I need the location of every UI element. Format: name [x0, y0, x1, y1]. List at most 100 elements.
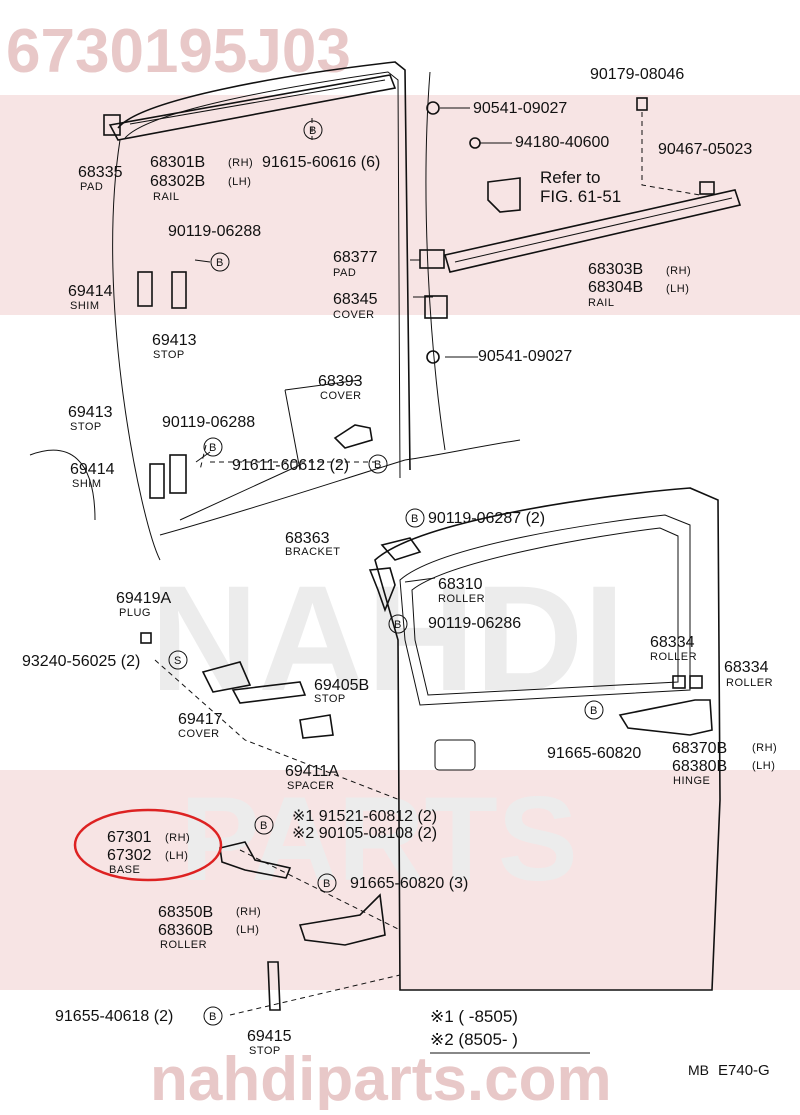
cover-69417-part [201, 661, 252, 693]
svg-text:SHIM: SHIM [72, 478, 102, 490]
body-sill [404, 439, 521, 461]
svg-text:68334: 68334 [724, 659, 769, 676]
plug-69419A-part [140, 632, 152, 644]
hinge-68370B-part [618, 699, 713, 736]
label-68345: 68345 COVER [333, 291, 378, 321]
body-panel-recess [179, 379, 361, 521]
label-refer-fig: Refer to FIG. 61-51 [540, 168, 621, 206]
svg-text:ROLLER: ROLLER [650, 651, 697, 663]
b-symbol-10: B [203, 1006, 223, 1026]
svg-text:B: B [411, 513, 419, 525]
b-symbol-9: B [317, 873, 337, 893]
svg-text:COVER: COVER [320, 390, 362, 402]
footnote-1: ※1 ( -8505) [430, 1007, 518, 1026]
footer-code-right: E740-G [718, 1062, 770, 1079]
svg-text:PAD: PAD [80, 181, 103, 193]
cover-68393-part [333, 424, 373, 449]
label-90119-06287: 90119-06287 (2) [428, 510, 545, 527]
svg-text:B: B [309, 125, 317, 137]
b-symbol-6: B [388, 614, 408, 634]
svg-text:69417: 69417 [178, 711, 223, 728]
body-opening-inner [124, 71, 401, 479]
b-symbol-7: B [584, 700, 604, 720]
label-68363: 68363 BRACKET [285, 530, 340, 558]
svg-text:68380B: 68380B [672, 758, 727, 775]
svg-text:68345: 68345 [333, 291, 378, 308]
fastener-90179-part [636, 97, 648, 111]
svg-text:68310: 68310 [438, 576, 483, 593]
svg-text:ROLLER: ROLLER [438, 593, 485, 605]
pad-68377-part [419, 249, 445, 269]
svg-text:SPACER: SPACER [287, 780, 334, 792]
upper-rail-groove [129, 79, 386, 125]
stop-69413-lower-part [169, 454, 187, 494]
label-90119-06288-upper: 90119-06288 [168, 223, 261, 240]
svg-text:B: B [590, 705, 598, 717]
s-symbol-1: S [168, 650, 188, 670]
label-90119-06286: 90119-06286 [428, 615, 521, 632]
svg-text:(RH): (RH) [165, 832, 190, 844]
svg-text:69405B: 69405B [314, 677, 369, 694]
label-69414-upper: 69414 SHIM [68, 283, 113, 312]
fastener-90467-part [699, 181, 715, 195]
svg-text:B: B [323, 878, 331, 890]
footer-code-left: MB [688, 1062, 709, 1078]
label-67301: 67301 (RH) 67302 (LH) BASE [107, 829, 190, 876]
roller-68350B-part [298, 893, 386, 946]
svg-text:(RH): (RH) [228, 157, 253, 169]
label-68335: 68335 PAD [78, 164, 123, 193]
door-window-glass [411, 527, 679, 696]
svg-text:ROLLER: ROLLER [726, 677, 773, 689]
label-94180: 94180-40600 [515, 134, 609, 151]
label-68310: 68310 ROLLER [438, 576, 485, 605]
label-69411A: 69411A SPACER [285, 763, 339, 792]
svg-text:RAIL: RAIL [588, 297, 614, 309]
body-lower-edge [159, 459, 406, 536]
body-wheel-arch [29, 449, 96, 521]
body-pillar [425, 71, 446, 451]
svg-text:69413: 69413 [152, 332, 197, 349]
svg-text:STOP: STOP [249, 1045, 281, 1057]
bracket-refer-part [487, 177, 521, 213]
svg-text:SHIM: SHIM [70, 300, 100, 312]
svg-text:STOP: STOP [153, 349, 185, 361]
center-rail-groove [454, 197, 733, 263]
leader-90179 [641, 112, 701, 196]
label-69419A: 69419A PLUG [116, 590, 171, 619]
label-91611: 91611-60612 (2) [232, 457, 349, 474]
svg-text:68335: 68335 [78, 164, 123, 181]
label-68301B: 68301B (RH) 68302B (LH) RAIL [150, 154, 253, 203]
stop-69415-part [267, 961, 281, 1011]
label-90105: ※2 90105-08108 (2) [292, 825, 437, 842]
svg-text:68334: 68334 [650, 634, 695, 651]
cover-68345-part [424, 295, 448, 319]
stop-69405B-part [231, 681, 307, 704]
label-69413-lower: 69413 STOP [68, 404, 113, 433]
label-93240: 93240-56025 (2) [22, 653, 140, 670]
clip-90541-upper-part [426, 101, 440, 115]
label-90467: 90467-05023 [658, 141, 752, 158]
svg-text:B: B [260, 820, 268, 832]
svg-text:68377: 68377 [333, 249, 378, 266]
b-symbol-1: B [303, 120, 323, 140]
watermark-grey-text-2: PARTS [180, 772, 578, 906]
roller-68334-right-part [689, 675, 703, 689]
label-68350B: 68350B (RH) 68360B (LH) ROLLER [158, 904, 261, 951]
svg-text:68303B: 68303B [588, 261, 643, 278]
svg-text:69414: 69414 [70, 461, 115, 478]
leaders-lower [154, 659, 401, 1016]
b-symbol-3: B [203, 437, 223, 457]
label-68393: 68393 COVER [318, 373, 363, 402]
b-symbol-8: B [254, 815, 274, 835]
center-rail-part [443, 189, 742, 273]
base-67301-part [219, 841, 292, 879]
b-symbol-4: B [368, 454, 388, 474]
clip-90541-lower-part [426, 350, 440, 364]
svg-text:69414: 69414 [68, 283, 113, 300]
label-91665-60820-3: 91665-60820 (3) [350, 875, 468, 892]
label-68303B: 68303B (RH) 68304B (LH) RAIL [588, 261, 691, 309]
svg-text:69413: 69413 [68, 404, 113, 421]
svg-text:BRACKET: BRACKET [285, 546, 340, 558]
spacer-69411A-part [299, 714, 334, 739]
svg-text:B: B [209, 1011, 217, 1023]
